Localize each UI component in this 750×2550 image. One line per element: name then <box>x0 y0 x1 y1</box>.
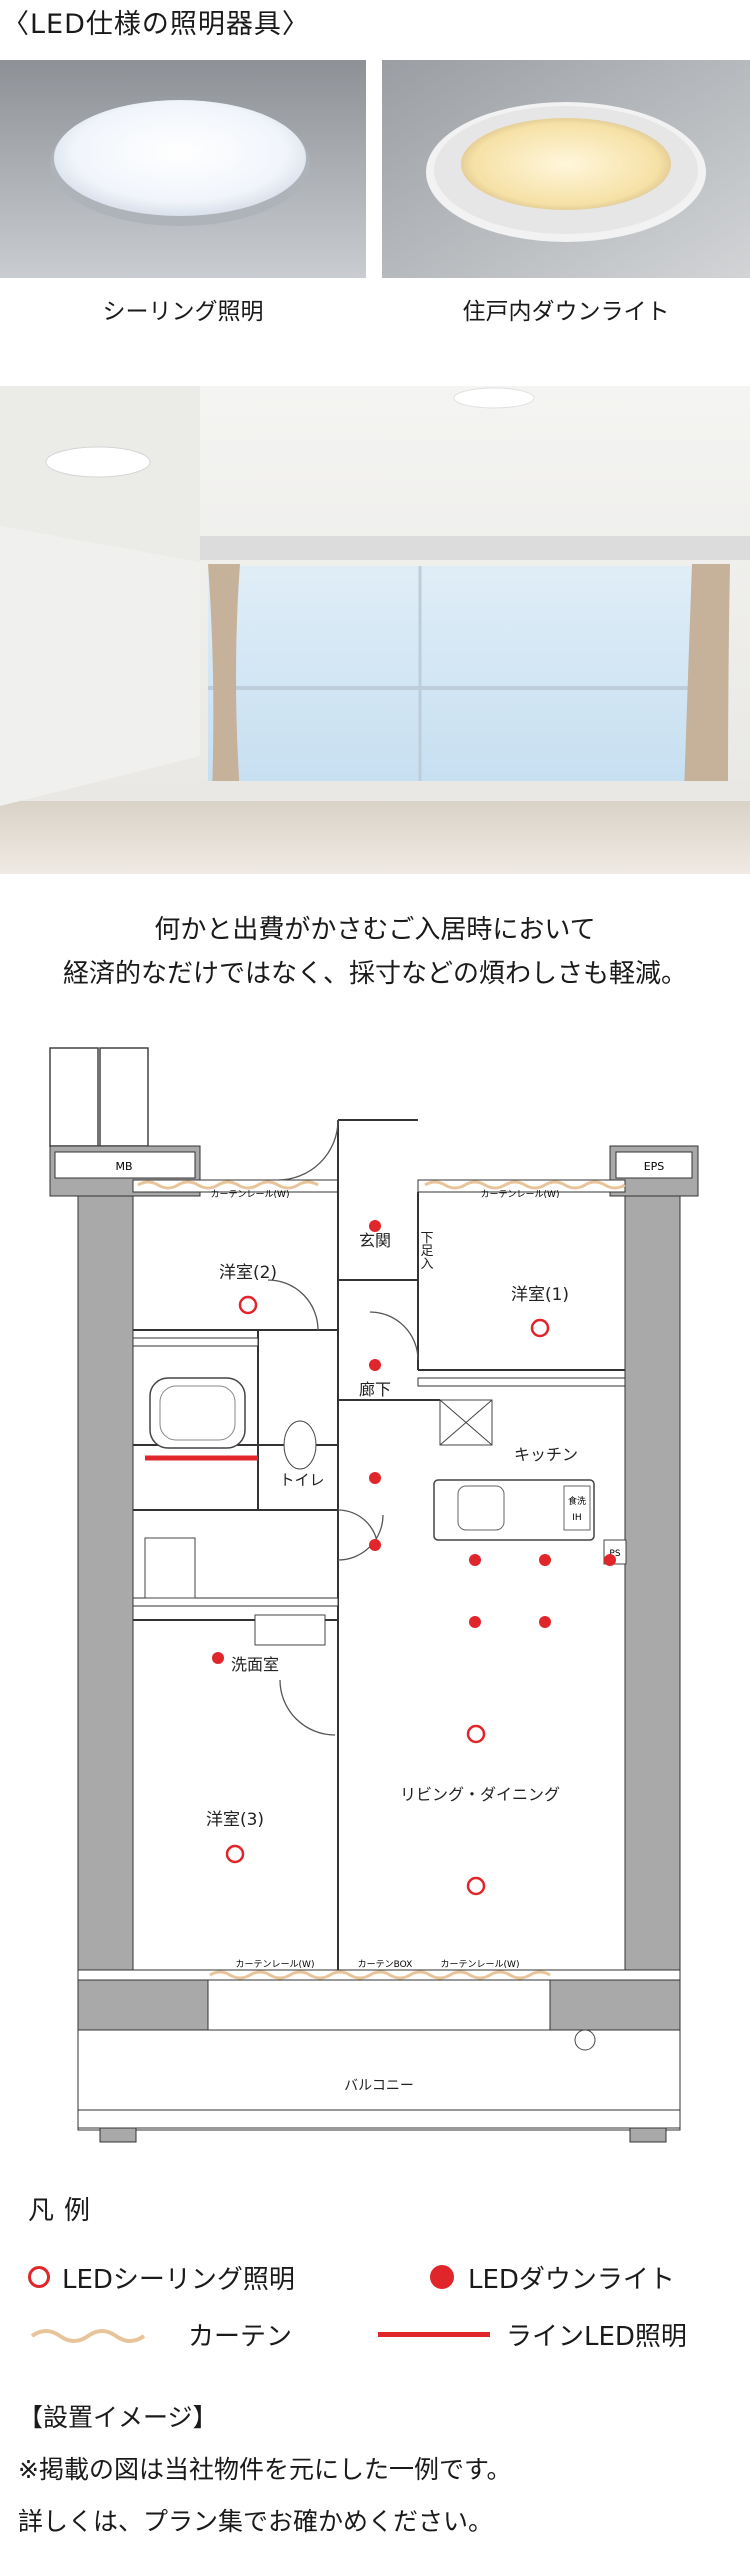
exterior-door-swing <box>49 1047 149 1147</box>
washroom-label: 洗面室 <box>231 1655 279 1674</box>
western3-label: 洋室(3) <box>206 1810 264 1830</box>
legend-ceiling-item: LEDシーリング照明 <box>28 2260 295 2295</box>
toilet-label: トイレ <box>279 1471 324 1489</box>
hollow-circle-icon <box>28 2266 50 2288</box>
led-downlight <box>539 1554 551 1566</box>
stove-label: 食洗 <box>568 1495 586 1507</box>
ceiling-light-photo <box>0 60 366 278</box>
legend-title: 凡例 <box>28 2196 101 2226</box>
details-note: 詳しくは、プラン集でお確かめください。 <box>18 2507 494 2536</box>
legend-line-led-label: ラインLED照明 <box>506 2321 687 2352</box>
curtain-rail-label-3: カーテンレール(W) <box>236 1959 315 1970</box>
legend-downlight-item: LEDダウンライト <box>430 2260 675 2295</box>
mb-label: MB <box>115 1160 132 1173</box>
living-label: リビング・ダイニング <box>400 1785 560 1804</box>
led-downlight <box>369 1220 381 1232</box>
lead-line-2: 経済的なだけではなく、採寸などの煩わしさも軽減。 <box>62 959 687 989</box>
led-ceiling-light <box>466 1876 486 1896</box>
ceiling-light-caption: シーリング照明 <box>102 299 264 325</box>
legend-line-led-item: ラインLED照明 <box>378 2317 687 2352</box>
eps-label: EPS <box>644 1160 665 1173</box>
hallway-label: 廊下 <box>359 1380 391 1399</box>
led-ceiling-light <box>530 1318 550 1338</box>
wave-icon <box>30 2329 146 2343</box>
led-downlight <box>604 1554 616 1566</box>
legend-curtain-item: カーテン <box>28 2317 293 2352</box>
led-downlight <box>212 1652 224 1664</box>
disclaimer-note: ※掲載の図は当社物件を元にした一例です。 <box>18 2455 512 2484</box>
downlight-caption: 住戸内ダウンライト <box>462 299 670 325</box>
led-ceiling-light <box>225 1844 245 1864</box>
kitchen-label: キッチン <box>514 1445 578 1464</box>
legend-curtain-label: カーテン <box>188 2321 293 2352</box>
led-downlight <box>369 1359 381 1371</box>
lead-line-1: 何かと出費がかさむご入居時において <box>154 915 596 945</box>
filled-circle-icon <box>430 2265 454 2289</box>
western2-label: 洋室(2) <box>219 1263 277 1283</box>
led-downlight <box>369 1472 381 1484</box>
led-ceiling-light <box>466 1724 486 1744</box>
curtain-rail-label-2: カーテンレール(W) <box>481 1189 560 1200</box>
led-downlight <box>539 1616 551 1628</box>
shoe-storage-label: 下足入 <box>418 1231 434 1270</box>
downlight-photo <box>382 60 750 278</box>
led-downlight <box>469 1616 481 1628</box>
entrance-label: 玄関 <box>359 1231 391 1250</box>
western1-label: 洋室(1) <box>511 1285 569 1305</box>
stove-label-2: IH <box>572 1513 581 1523</box>
red-line-icon <box>378 2331 490 2337</box>
image-label: 【設置イメージ】 <box>18 2403 218 2432</box>
section-heading: 〈LED仕様の照明器具〉 <box>2 9 310 40</box>
led-ceiling-lights <box>225 1295 550 1896</box>
legend-downlight-label: LEDダウンライト <box>468 2264 675 2295</box>
curtain-box-label: カーテンBOX <box>358 1959 413 1970</box>
curtain-rail-label-4: カーテンレール(W) <box>441 1959 520 1970</box>
led-downlight <box>369 1539 381 1551</box>
led-ceiling-light <box>238 1295 258 1315</box>
balcony-label: バルコニー <box>344 2078 414 2094</box>
floor-plan: MB EPS カーテンレール(W) カーテンレール(W) <box>0 1040 750 2190</box>
led-downlights <box>212 1220 616 1664</box>
room-photo <box>0 386 750 874</box>
curtain-rail-label-1: カーテンレール(W) <box>211 1189 290 1200</box>
legend-ceiling-label: LEDシーリング照明 <box>62 2264 295 2295</box>
ps-label: PS <box>609 1549 620 1559</box>
led-downlight <box>469 1554 481 1566</box>
